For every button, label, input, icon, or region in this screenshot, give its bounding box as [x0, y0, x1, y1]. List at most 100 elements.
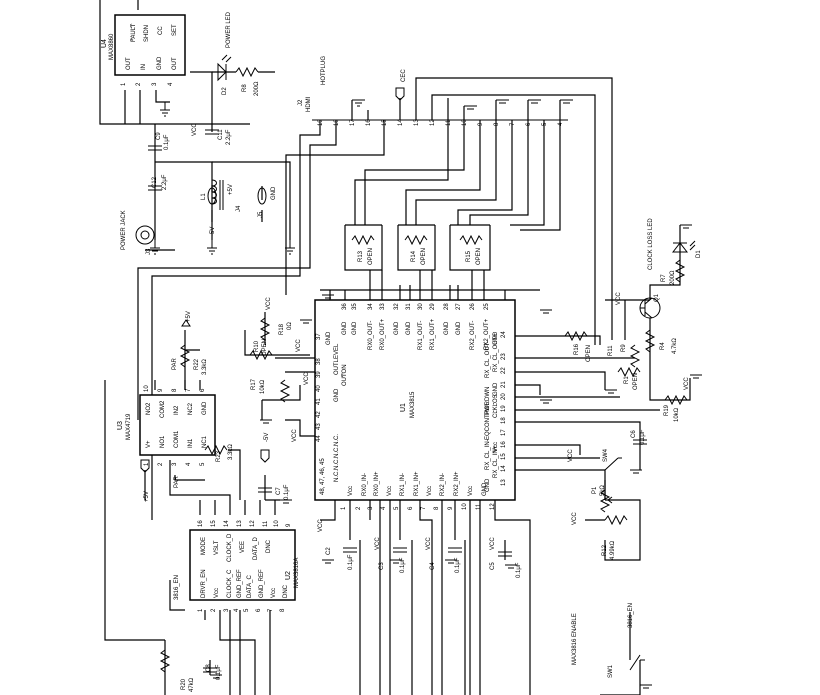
- r8-val: 200Ω: [254, 81, 260, 96]
- c2-val: 0.1μF: [348, 554, 354, 570]
- vcc-top: VCC: [192, 123, 198, 136]
- u1-pin-num: 21: [501, 381, 507, 388]
- c12-val: 2.2μF: [162, 174, 168, 190]
- c11-val: 2.2μF: [226, 129, 232, 145]
- u2-pin-num: 14: [224, 520, 230, 527]
- c2-ref: C2: [326, 547, 332, 555]
- r23-val: 3.3kΩ: [228, 444, 234, 460]
- r12-val: 4.99kΩ: [610, 540, 616, 560]
- u1-pin-num: 38: [316, 358, 322, 365]
- hdmi-pin-num: 15: [382, 119, 388, 126]
- u1-pin-num: 13: [501, 479, 507, 486]
- u2-body: [189, 529, 296, 601]
- sw1-label: SW1: [608, 664, 614, 678]
- r17-val: 10kΩ: [260, 379, 266, 394]
- c9-capacitor: [148, 145, 162, 151]
- r10-ref: R10: [254, 340, 260, 352]
- u2-bottom-pins: 1 2 3 4 5 6 7 8 DRVR_EN Vcc CLOCK_C GND_…: [198, 569, 289, 612]
- u4-pin-out2: OUT: [172, 57, 178, 70]
- u1-pin-name: GND: [456, 321, 462, 335]
- r1-open: OPEN: [633, 373, 639, 390]
- u4-pin-num: 3: [152, 82, 158, 86]
- u1-pin-num: 42: [316, 411, 322, 418]
- u4-pin-numbers: 1 2 3 4: [121, 82, 174, 86]
- c7-val: 0.1μF: [284, 484, 290, 500]
- r7-ref: R7: [661, 274, 667, 282]
- u1-pin-name: RX2_IN+: [454, 471, 460, 496]
- r4-resistor: [644, 329, 656, 353]
- u3-pin-name: IN2: [174, 405, 180, 415]
- u1-pin-num: 5: [394, 506, 400, 510]
- c5-val: 0.1μF: [516, 562, 522, 578]
- u1-part: MAX3815: [410, 391, 416, 418]
- u1-pin-num: 9: [448, 506, 454, 510]
- u1-pin-num: 34: [368, 303, 374, 310]
- u1-pin-name: RX0_IN-: [362, 473, 368, 496]
- u1-pin-num: 36: [342, 303, 348, 310]
- j5-label: J5: [258, 211, 264, 218]
- u4-pin-shdn: SHDN: [144, 25, 150, 42]
- u1-pin-num: 41: [316, 398, 322, 405]
- d2-led: [217, 54, 232, 82]
- l1-label: L1: [201, 193, 207, 200]
- power-jack-label: POWER JACK: [121, 210, 127, 250]
- u1-pin-num: 39: [316, 371, 322, 378]
- clock-loss-led-label: CLOCK LOSS LED: [648, 218, 654, 270]
- hdmi-pin-num: 11: [446, 119, 452, 126]
- u1-pin-name: OUTLEVEL: [334, 343, 340, 375]
- u1-top-pin-numbers: 36 35 34 33 32 31 30 29 28 27 26 25: [342, 303, 490, 310]
- u1-pin-num: 11: [476, 503, 482, 510]
- d2-label: D2: [222, 87, 228, 95]
- u2-pin-name: DNC: [266, 539, 272, 553]
- u2-pin-name: DNC: [283, 584, 289, 598]
- u1-pin-num: 23: [501, 353, 507, 360]
- hotplug-label: HOTPLUG: [321, 56, 327, 85]
- u1-left-bottom-num: 48, 47, 46, 45: [320, 458, 326, 495]
- r12-ref: R12: [602, 544, 608, 556]
- u2-pin-num: 11: [263, 520, 269, 527]
- u1-pin-name: N.C.: [334, 458, 340, 470]
- labels: U4 MAX8860 FAULT SHDN CC SET OUT IN GND …: [101, 11, 702, 692]
- plus5v-j4: +5V: [228, 184, 234, 195]
- r11-label: R11: [608, 345, 614, 356]
- vcc-u1-right: VCC: [568, 449, 574, 462]
- u1-pin-num: 44: [316, 435, 322, 442]
- u1-pin-name: N.C.: [334, 446, 340, 458]
- vcc-r19: VCC: [684, 377, 690, 390]
- c7-ref: C7: [276, 487, 282, 495]
- j3-label: J3: [146, 248, 152, 255]
- u1-pin-name: RX2_OUT+: [484, 318, 490, 350]
- sw4-switch: [604, 457, 622, 471]
- u2-pin-name: CLOCK_C: [227, 569, 233, 598]
- u1-pin-num: 6: [408, 506, 414, 510]
- r16-resistor: [564, 330, 588, 342]
- u1-pin-num: 28: [444, 303, 450, 310]
- u1-pin-num: 25: [484, 303, 490, 310]
- u1-pin-name: Vcc: [468, 486, 474, 496]
- c6-ref: C6: [631, 430, 637, 438]
- u1-pin-num: 33: [380, 303, 386, 310]
- u2-pin-num: 8: [280, 608, 286, 612]
- j2-label: J2: [298, 99, 304, 106]
- vcc-p1: VCC: [572, 512, 578, 525]
- r15-resistor: [459, 234, 483, 246]
- hdmi-pin-num: 19: [318, 119, 324, 126]
- u3-pin-num: 9: [158, 388, 164, 392]
- u2-pin-name: DATA_C: [247, 575, 253, 598]
- hdmi-pin-num: 7: [510, 122, 516, 126]
- u2-pin-num: 5: [244, 608, 250, 612]
- q1-leads: [640, 297, 653, 319]
- u1-ref: U1: [400, 403, 407, 412]
- c3-val: 0.1μF: [400, 557, 406, 573]
- u1-pin-name: PWRDWN: [485, 387, 491, 415]
- u1-pin-num: 20: [501, 393, 507, 400]
- u2-pin-num: 16: [198, 520, 204, 527]
- u1-pin-num: 2: [356, 506, 362, 510]
- u1-pin-num: 17: [501, 429, 507, 436]
- u3-pin-num: 2: [158, 462, 164, 466]
- r15-ref: R15: [466, 250, 472, 262]
- u4-pin-in: IN: [141, 64, 147, 70]
- vcc-c2: VCC: [318, 519, 324, 532]
- u4-pin-num: 4: [168, 82, 174, 86]
- u1-pin-name: RX_CL_OUT-: [485, 341, 491, 378]
